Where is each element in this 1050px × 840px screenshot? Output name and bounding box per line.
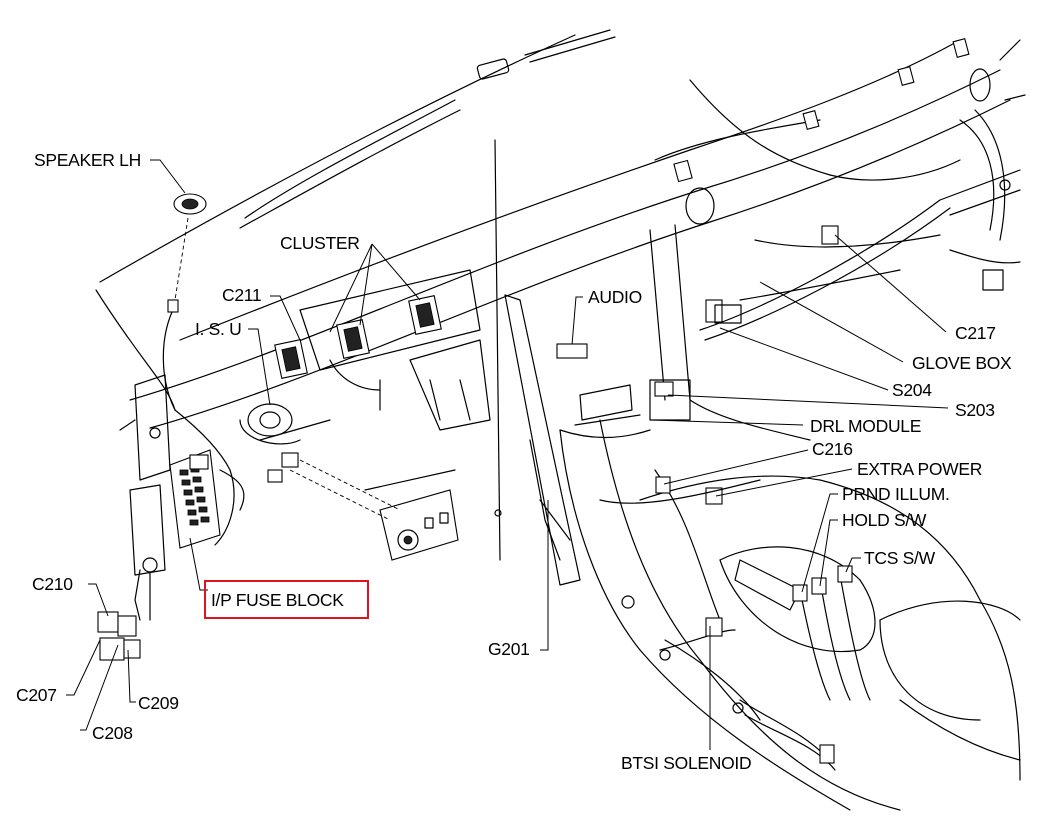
label-c216: C216	[812, 439, 853, 459]
label-c210: C210	[32, 574, 73, 594]
label-c207: C207	[16, 685, 57, 705]
fuse-slots	[179, 466, 210, 526]
callout-labels: SPEAKER LH CLUSTER C211 I. S. U AUDIO C2…	[16, 150, 1012, 773]
label-c209: C209	[138, 693, 179, 713]
label-hold-sw: HOLD S/W	[842, 510, 927, 530]
label-cluster: CLUSTER	[280, 233, 360, 253]
fuse-block-highlight-box	[204, 580, 369, 619]
label-isu: I. S. U	[195, 319, 242, 339]
label-g201: G201	[488, 639, 530, 659]
label-c211: C211	[222, 285, 261, 305]
instrument-panel-drawing	[95, 29, 1026, 811]
label-ip-fuse-block: I/P FUSE BLOCK	[211, 590, 344, 610]
label-drl-module: DRL MODULE	[810, 416, 921, 436]
label-speaker-lh: SPEAKER LH	[34, 150, 141, 170]
label-audio: AUDIO	[588, 287, 642, 307]
label-tcs-sw: TCS S/W	[864, 548, 936, 568]
label-prnd-illum: PRND ILLUM.	[842, 484, 950, 504]
label-c208: C208	[92, 723, 133, 743]
label-glove-box: GLOVE BOX	[912, 353, 1012, 373]
label-extra-power: EXTRA POWER	[857, 459, 982, 479]
label-c217: C217	[955, 323, 996, 343]
label-s203: S203	[955, 400, 995, 420]
label-btsi-solenoid: BTSI SOLENOID	[621, 753, 751, 773]
label-s204: S204	[892, 380, 932, 400]
leader-lines	[66, 159, 949, 750]
